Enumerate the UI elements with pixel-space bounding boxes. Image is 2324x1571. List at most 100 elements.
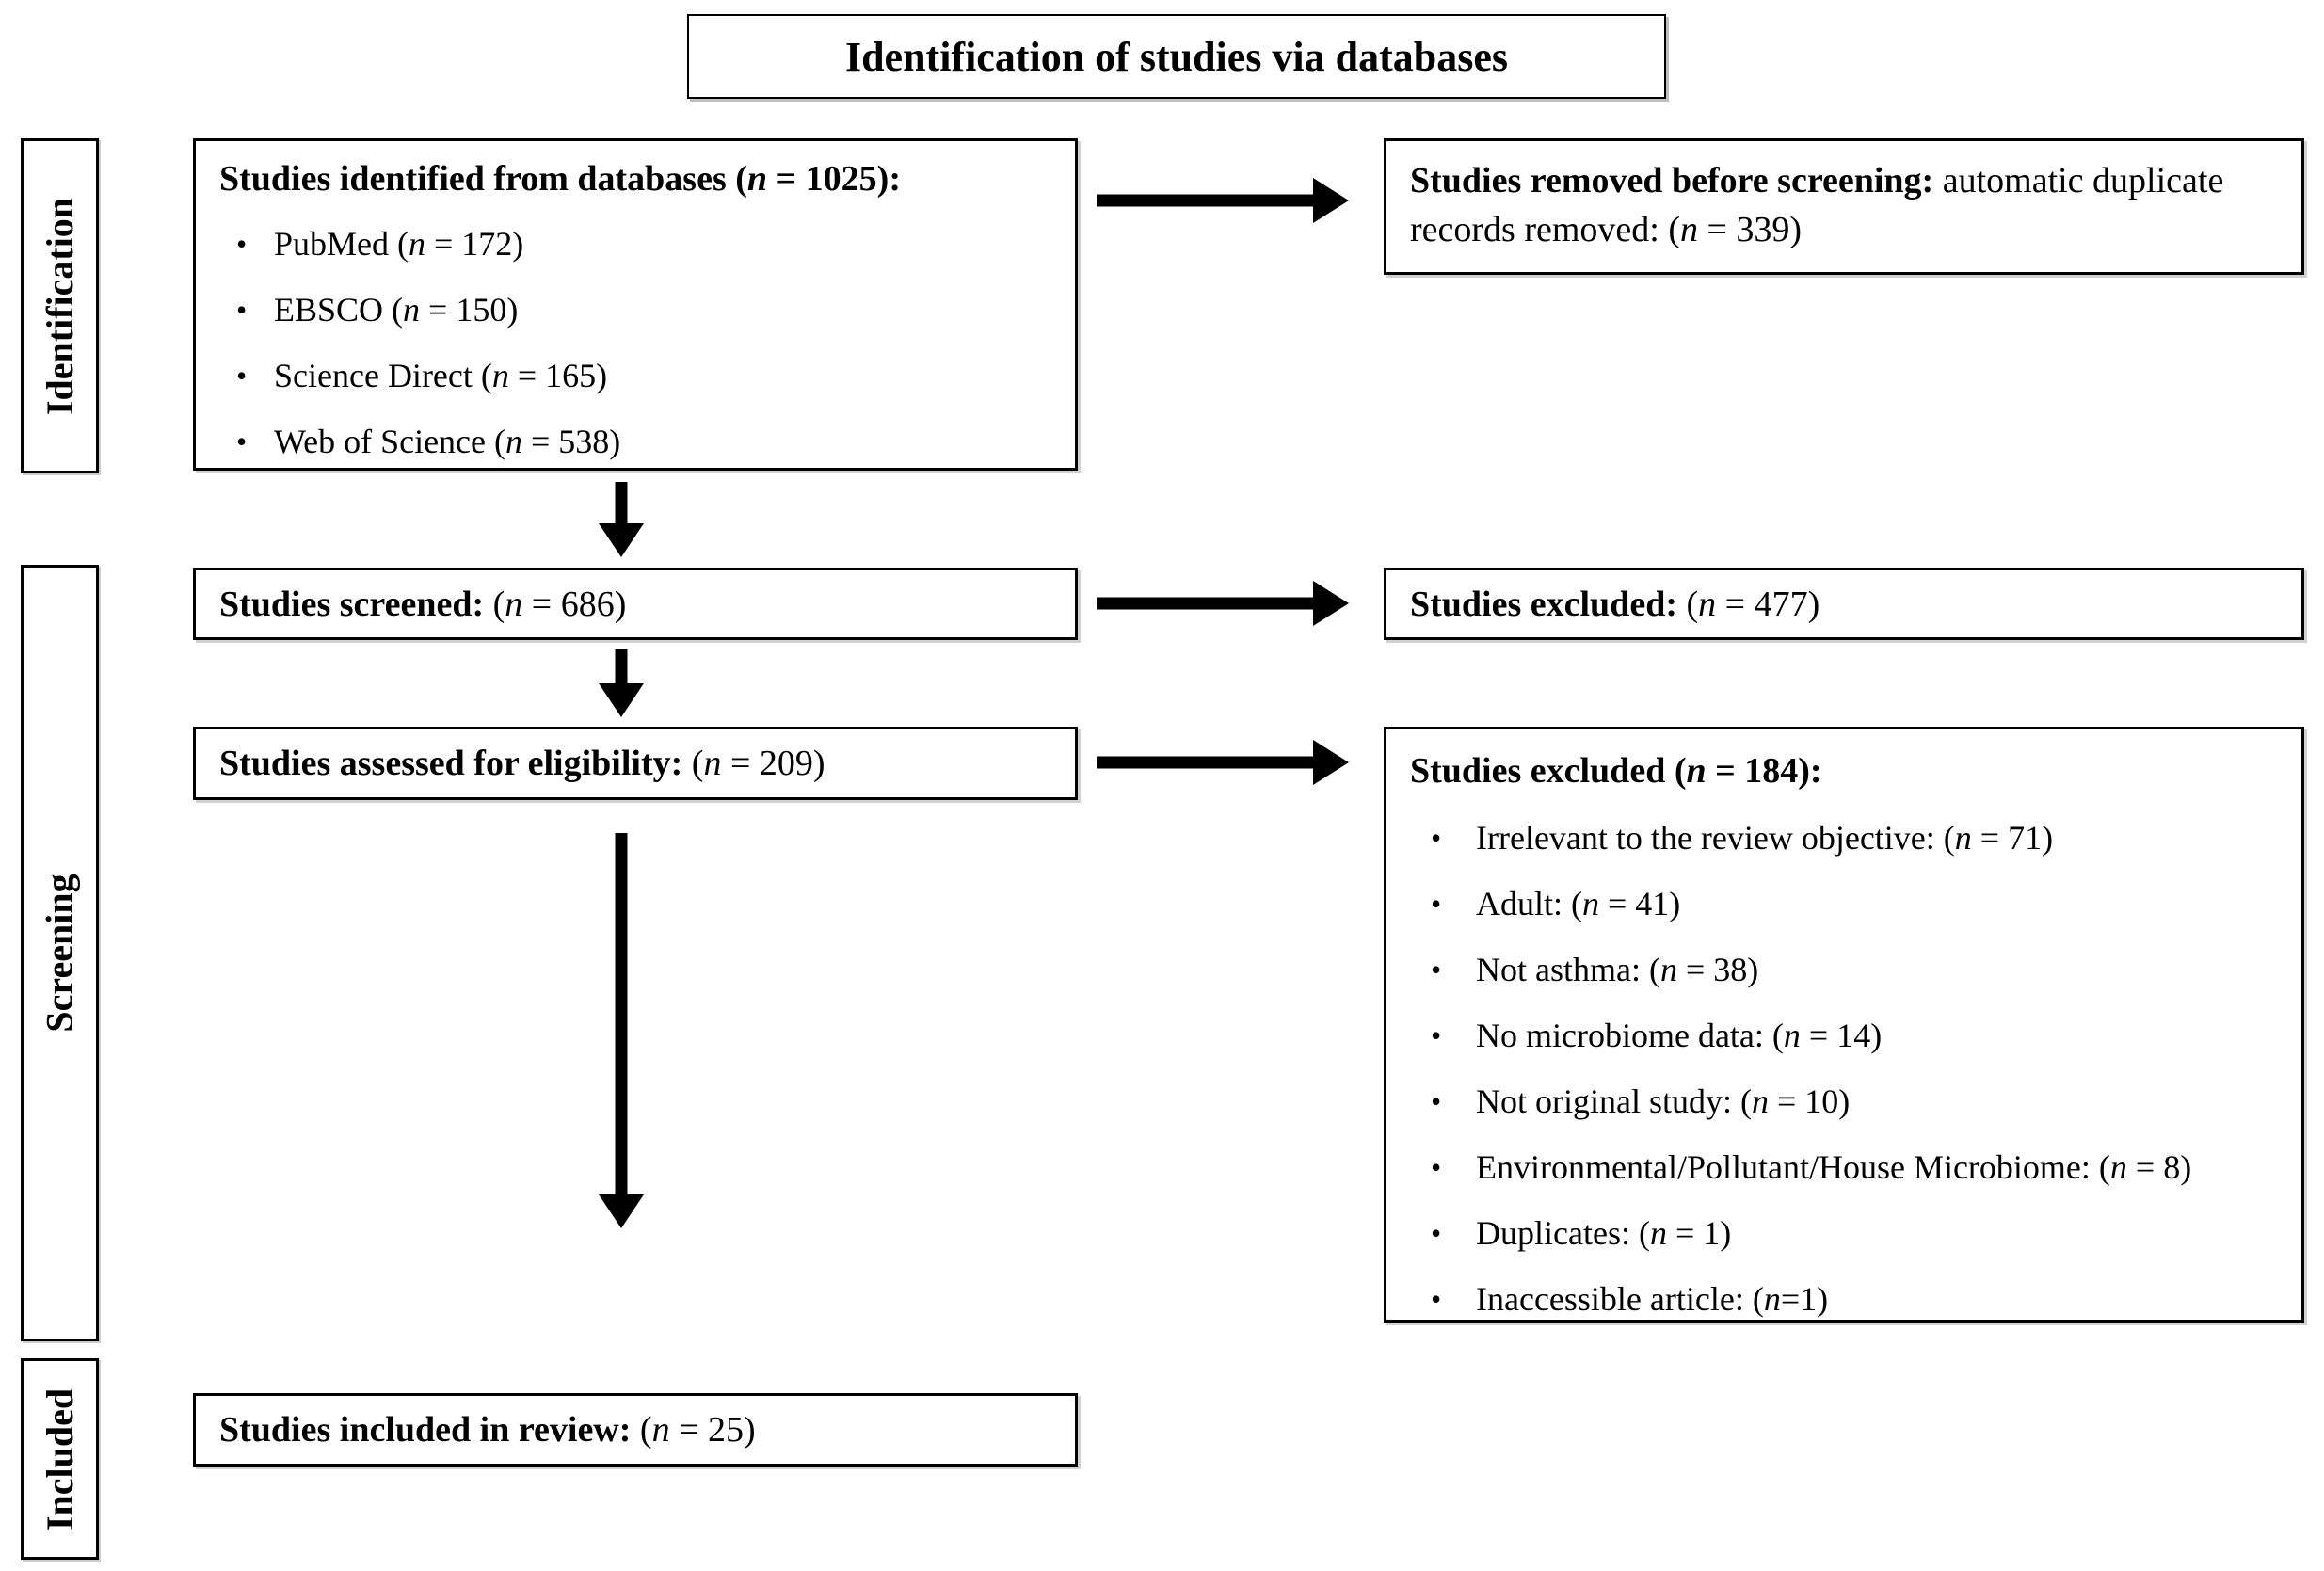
bullet-icon: • [1431, 952, 1442, 986]
arrow-head-right-icon [1313, 581, 1349, 626]
text-segment: n [1783, 1017, 1801, 1054]
bullet-icon: • [1431, 1281, 1442, 1316]
text-segment: n [1751, 1082, 1769, 1120]
text-segment: Studies assessed for eligibility: [219, 744, 683, 783]
bullet-icon: • [1431, 1018, 1442, 1052]
bullet-icon: • [1431, 1149, 1442, 1184]
text-segment: Irrelevant to the review objective: ( [1476, 819, 1955, 857]
list-item: • Inaccessible article: (n=1) [1410, 1266, 2283, 1332]
text-segment: n [505, 584, 523, 624]
text-segment: n [1954, 819, 1972, 857]
arrow-head-down-icon [599, 1194, 644, 1228]
stage-box-included: Included [21, 1358, 99, 1560]
bullet-icon: • [1431, 886, 1442, 921]
box-studies-included: Studies included in review: (n = 25) [193, 1393, 1078, 1467]
arrow-right-screened-to-excluded [1097, 581, 1349, 626]
text-segment: = 150) [420, 291, 519, 329]
box-studies-excluded-screening-text: Studies excluded: (n = 477) [1410, 584, 1819, 625]
text-segment: =1) [1780, 1280, 1829, 1318]
list-item: • Adult: (n = 41) [1410, 871, 2283, 937]
text-segment: = 538) [522, 423, 621, 460]
text-segment: = 172) [425, 225, 524, 263]
text-segment: n [1649, 1214, 1667, 1252]
text-segment: n [1659, 951, 1677, 988]
text-segment: ( [484, 584, 505, 624]
text-segment: = 686) [522, 584, 627, 624]
arrow-shaft [1097, 756, 1317, 769]
text-segment: = 339) [1698, 210, 1803, 250]
text-segment: n [651, 1410, 670, 1450]
database-science-direct: Science Direct (n = 165) [274, 356, 1056, 395]
list-item: • PubMed (n = 172) [219, 211, 1056, 277]
bullet-icon: • [1431, 1083, 1442, 1118]
text-segment: = 41) [1599, 885, 1681, 922]
bullet-icon: • [236, 292, 248, 327]
list-item: • Web of Science (n = 538) [219, 409, 1056, 474]
text-segment: = 477) [1716, 584, 1820, 624]
database-ebsco: EBSCO (n = 150) [274, 290, 1056, 329]
bullet-icon: • [236, 424, 248, 458]
text-segment: = 71) [1971, 819, 2054, 857]
text-segment: n [746, 159, 768, 199]
text-segment: Web of Science ( [274, 423, 505, 460]
arrow-head-right-icon [1313, 740, 1349, 785]
bullet-icon: • [236, 358, 248, 393]
text-segment: Studies excluded ( [1410, 751, 1687, 791]
text-segment: = 1) [1666, 1214, 1732, 1252]
text-segment: = 14) [1800, 1017, 1883, 1054]
text-segment: n [2109, 1148, 2127, 1186]
text-segment: automatic duplicate records removed: ( [1410, 161, 2224, 250]
arrow-shaft [1097, 194, 1317, 207]
box-studies-screened-text: Studies screened: (n = 686) [219, 584, 626, 625]
text-segment: ( [682, 744, 704, 783]
text-segment: EBSCO ( [274, 291, 404, 329]
text-segment: Science Direct ( [274, 357, 492, 394]
text-segment: ( [631, 1410, 652, 1450]
text-segment: = 10) [1768, 1082, 1851, 1120]
stage-label-screening: Screening [39, 874, 81, 1033]
stage-label-included: Included [39, 1387, 82, 1531]
arrow-shaft [615, 482, 628, 527]
stage-label-identification: Identification [39, 197, 81, 415]
text-segment: n [403, 291, 421, 329]
text-segment: Studies excluded: [1410, 584, 1677, 624]
bullet-icon: • [1431, 1215, 1442, 1250]
box-studies-identified: Studies identified from databases (n = 1… [193, 138, 1078, 471]
text-segment: Duplicates: ( [1476, 1214, 1650, 1252]
reason-irrelevant: Irrelevant to the review objective: (n =… [1476, 818, 2283, 858]
arrow-down-identified-to-screened [599, 482, 644, 557]
arrow-shaft [1097, 597, 1317, 610]
database-pubmed: PubMed (n = 172) [274, 224, 1056, 264]
box-studies-included-text: Studies included in review: (n = 25) [219, 1409, 756, 1451]
list-item: • No microbiome data: (n = 14) [1410, 1002, 2283, 1068]
text-segment: Inaccessible article: ( [1476, 1280, 1764, 1318]
list-item: • Science Direct (n = 165) [219, 343, 1056, 409]
bullet-icon: • [1431, 820, 1442, 855]
box-removed-before-screening: Studies removed before screening: automa… [1384, 138, 2304, 275]
arrow-right-assessed-to-excluded [1097, 740, 1349, 785]
list-item: • Not asthma: (n = 38) [1410, 937, 2283, 1002]
list-item: • EBSCO (n = 150) [219, 277, 1056, 343]
arrow-head-down-icon [599, 523, 644, 557]
box-studies-screened: Studies screened: (n = 686) [193, 568, 1078, 640]
text-segment: Studies included in review: [219, 1410, 632, 1450]
list-item: • Duplicates: (n = 1) [1410, 1200, 2283, 1266]
list-item: • Environmental/Pollutant/House Microbio… [1410, 1134, 2283, 1200]
text-segment: n [1582, 885, 1599, 922]
database-web-of-science: Web of Science (n = 538) [274, 422, 1056, 461]
text-segment: n [703, 744, 722, 783]
text-segment: = 209) [721, 744, 825, 783]
text-segment: = 25) [669, 1410, 756, 1450]
text-segment: n [491, 357, 509, 394]
box-studies-excluded-eligibility-heading: Studies excluded (n = 184): [1410, 746, 2283, 795]
text-segment: Studies screened: [219, 584, 485, 624]
text-segment: Environmental/Pollutant/House Microbiome… [1476, 1148, 2110, 1186]
reason-duplicates: Duplicates: (n = 1) [1476, 1213, 2283, 1253]
stage-box-identification: Identification [21, 138, 99, 473]
list-item: • Not original study: (n = 10) [1410, 1068, 2283, 1134]
text-segment: Studies removed before screening: [1410, 161, 1934, 200]
box-removed-before-screening-text: Studies removed before screening: automa… [1410, 161, 2223, 249]
text-segment: n [1763, 1280, 1781, 1318]
reason-inaccessible-article: Inaccessible article: (n=1) [1476, 1279, 2283, 1319]
